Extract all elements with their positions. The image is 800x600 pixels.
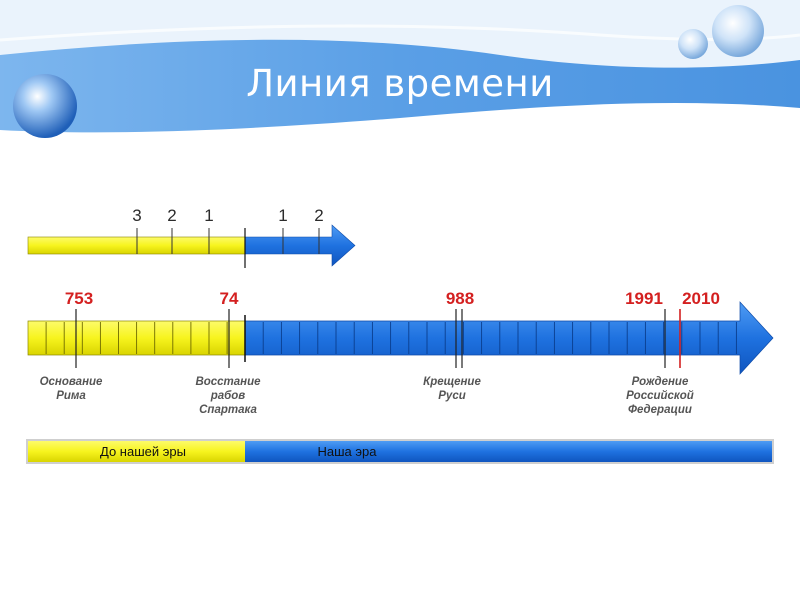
year-label-2010: 2010 <box>682 289 720 308</box>
event-label-spartacus-line3: Спартака <box>199 404 257 416</box>
tick-label-bc-2: 2 <box>167 206 176 225</box>
orb-right <box>712 5 764 57</box>
orb-small <box>678 29 708 59</box>
ad-grid <box>262 322 737 354</box>
event-label-spartacus-line1: Восстание <box>195 376 261 388</box>
main-timeline <box>27 301 774 375</box>
year-label-74: 74 <box>220 289 239 308</box>
tick-label-bc-3: 3 <box>132 206 141 225</box>
event-label-rome-line1: Основание <box>40 376 103 388</box>
era-ad-segment <box>245 441 772 462</box>
tick-label-bc-1: 1 <box>204 206 213 225</box>
bc-grid <box>45 322 228 354</box>
orb-left <box>13 74 77 138</box>
date-753: 753 Основание Рима <box>40 289 103 402</box>
era-bc-segment <box>28 441 245 462</box>
event-label-baptism-line2: Руси <box>438 390 466 402</box>
ad-arrow <box>244 301 774 375</box>
era-bar: До нашей эры Наша эра <box>26 439 774 464</box>
date-74: 74 Восстание рабов Спартака <box>195 289 261 416</box>
year-label-1991: 1991 <box>625 289 663 308</box>
event-label-rf-line2: Российской <box>626 390 694 402</box>
page-title: Линия времени <box>246 62 554 105</box>
date-2010: 2010 <box>679 289 720 368</box>
event-label-rf-line3: Федерации <box>628 404 692 416</box>
era-ad-label: Наша эра <box>318 444 378 459</box>
era-bc-label: До нашей эры <box>100 444 186 459</box>
year-label-988: 988 <box>446 289 474 308</box>
small-scale: 3 2 1 1 2 <box>27 206 356 268</box>
date-1991: 1991 Рождение Российской Федерации <box>625 289 694 416</box>
event-label-rf-line1: Рождение <box>632 376 689 388</box>
header-banner <box>0 0 800 138</box>
small-scale-ad-arrow <box>244 224 356 267</box>
event-label-baptism-line1: Крещение <box>423 376 481 388</box>
event-label-spartacus-line2: рабов <box>210 390 246 402</box>
tick-label-ad-2: 2 <box>314 206 323 225</box>
date-988: 988 Крещение Руси <box>423 289 481 402</box>
year-label-753: 753 <box>65 289 93 308</box>
event-label-rome-line2: Рима <box>56 390 86 402</box>
tick-label-ad-1: 1 <box>278 206 287 225</box>
